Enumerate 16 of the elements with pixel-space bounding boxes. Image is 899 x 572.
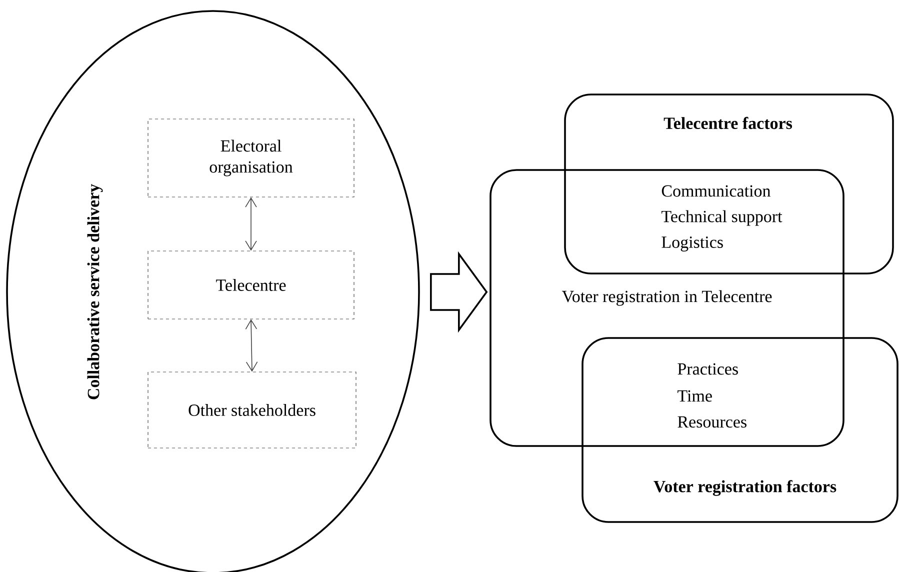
box-heading: Telecentre factors	[664, 116, 792, 130]
double-arrow	[245, 197, 257, 251]
box-heading: Voter registration factors	[654, 480, 836, 496]
box-label: Other stakeholders	[188, 404, 316, 416]
box-label: Voter registration in Telecentre	[562, 290, 772, 306]
box-label: Telecentre	[216, 279, 286, 291]
list-item: Communication	[662, 185, 771, 197]
double-arrow	[245, 319, 258, 372]
list-item: Technical support	[662, 210, 782, 226]
list-item: Resources	[678, 416, 746, 428]
box-label: Electoral organisation	[210, 140, 293, 176]
list-item: Logistics	[662, 236, 723, 252]
rotated-heading: Collaborative service delivery	[87, 184, 103, 400]
block-arrow	[430, 251, 488, 333]
list-item: Practices	[678, 363, 738, 375]
list-item: Time	[678, 390, 712, 402]
